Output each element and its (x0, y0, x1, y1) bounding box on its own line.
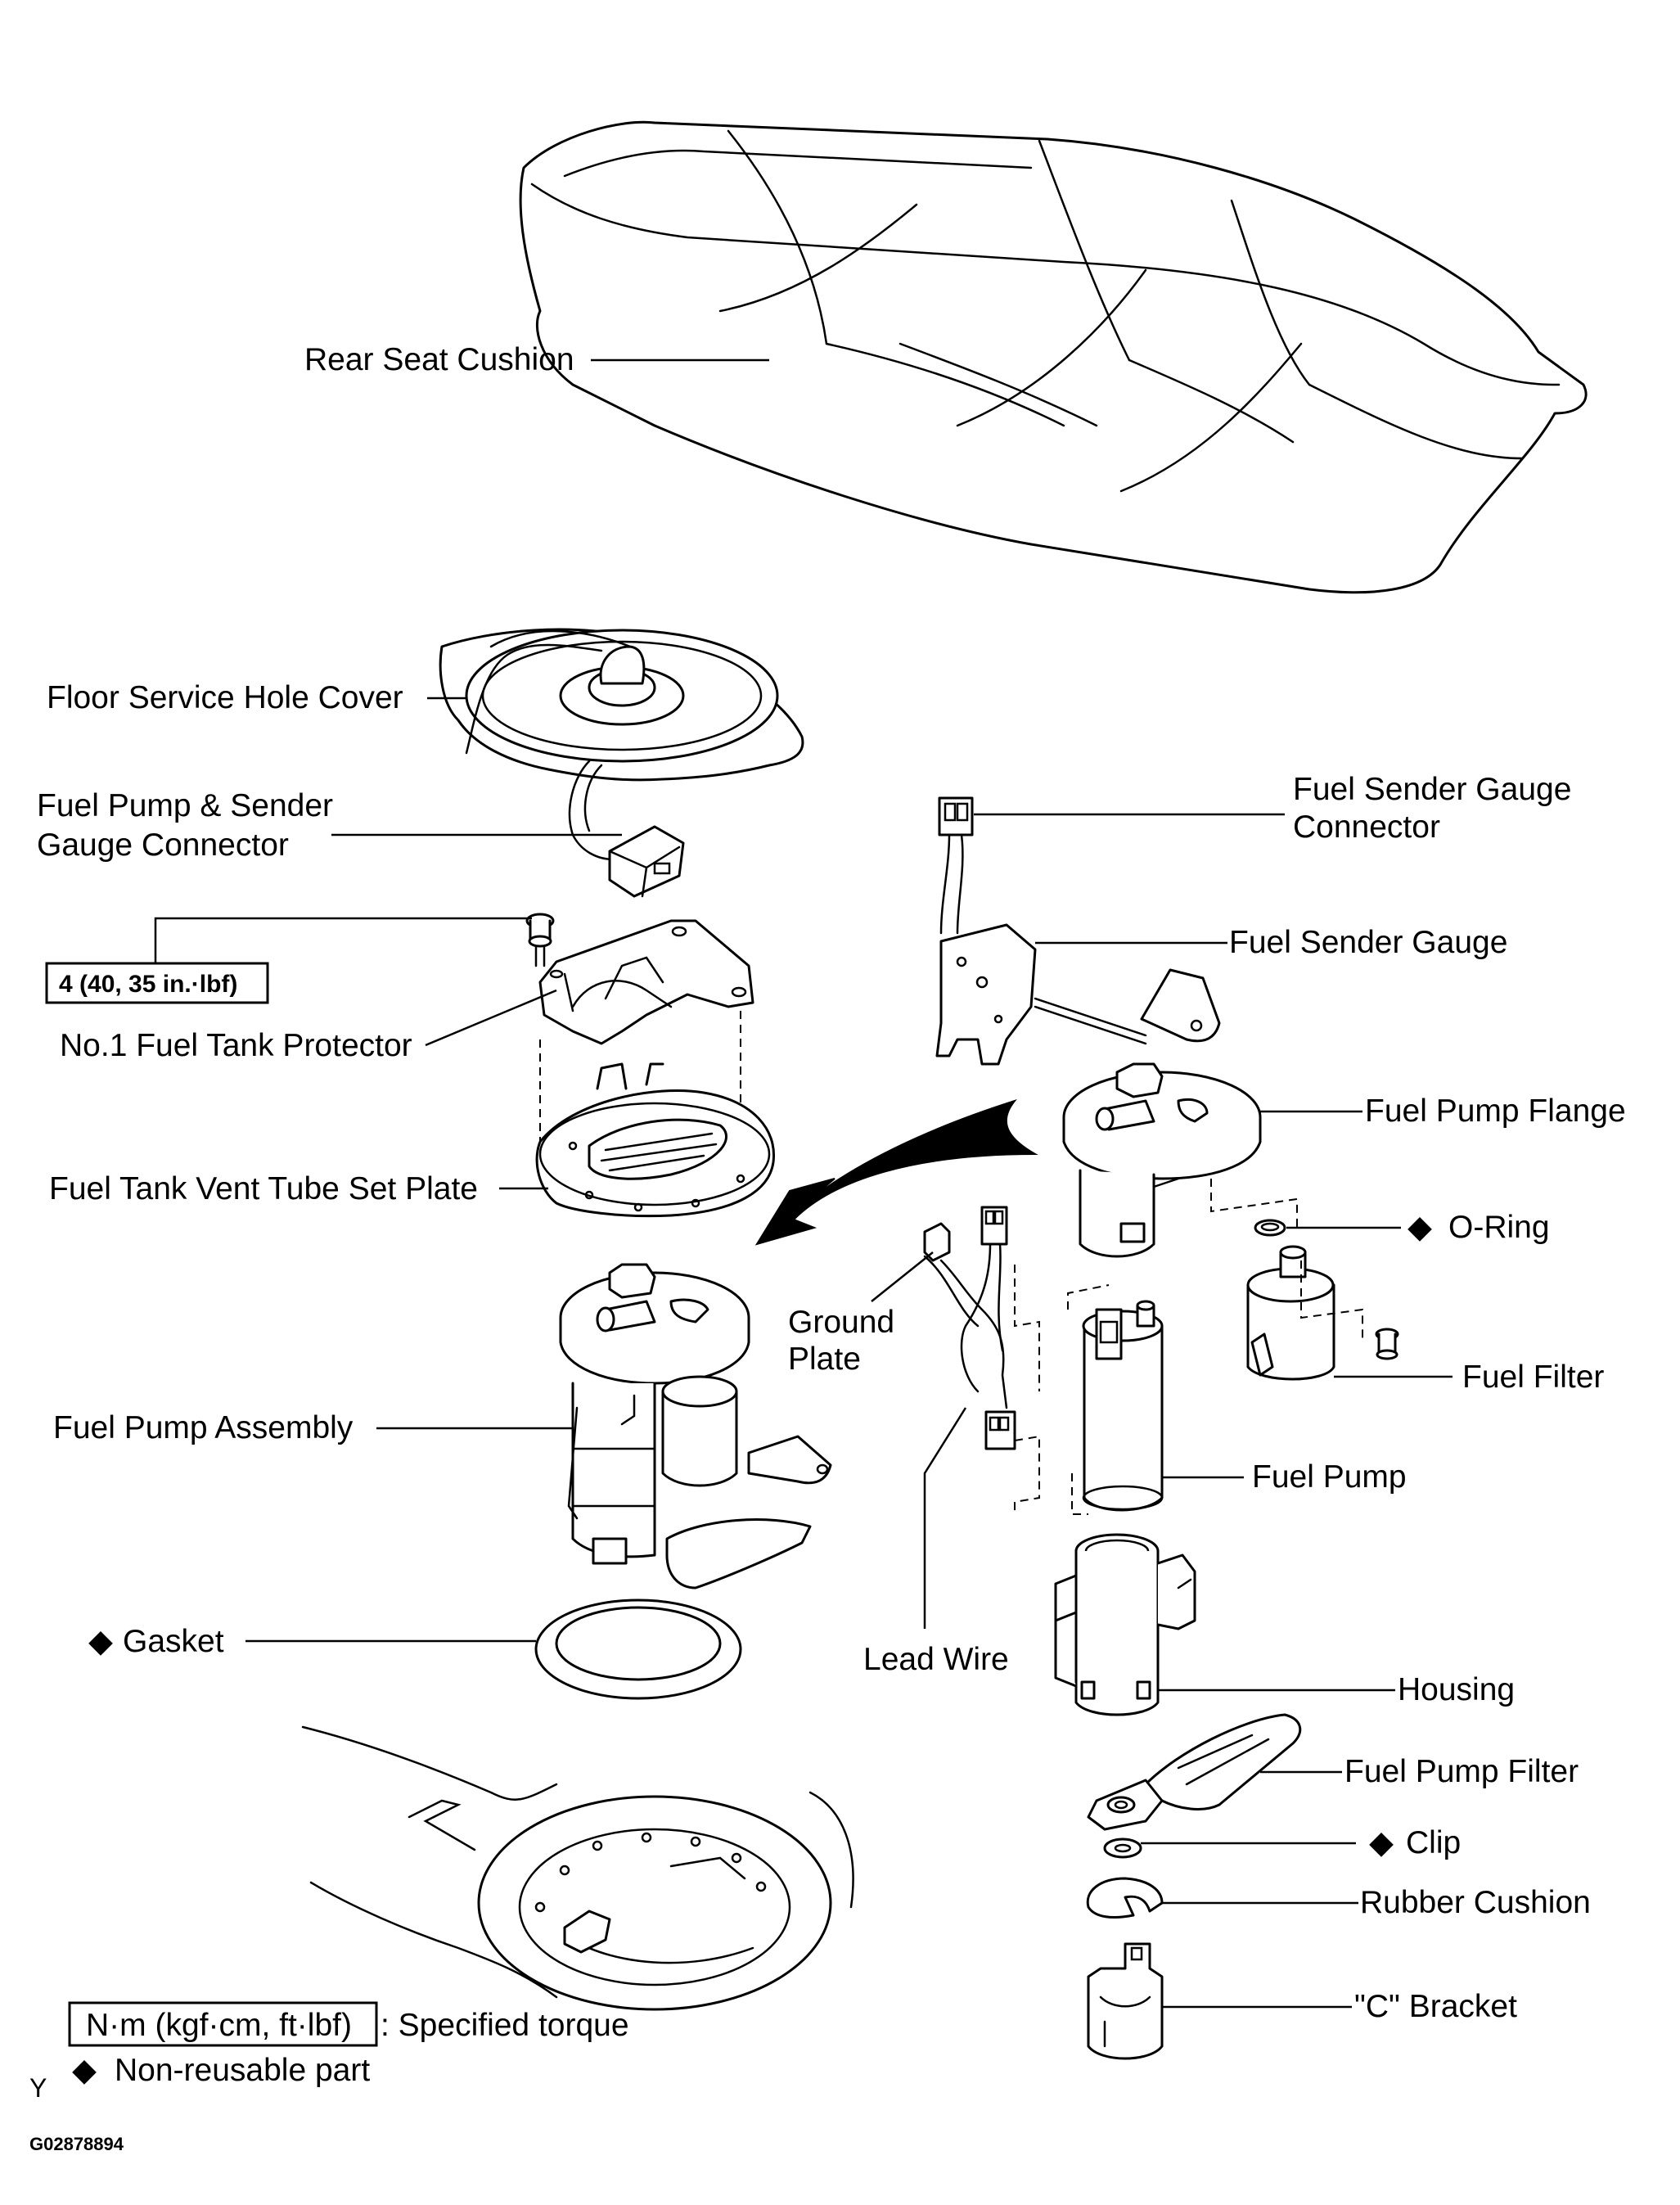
legend-torque-box (68, 2001, 378, 2047)
label-fuel-pump: Fuel Pump (1252, 1459, 1407, 1495)
bolt-icon (525, 913, 555, 967)
o-ring-drawing (1254, 1219, 1286, 1237)
label-rear-seat-cushion: Rear Seat Cushion (304, 342, 574, 377)
legend: N·m (kgf·cm, ft·lbf) : Specified torque … (68, 2001, 629, 2088)
label-ground-plate-line2: Plate (788, 1341, 861, 1377)
rubber-cushion-drawing (1086, 1877, 1164, 1919)
torque-spec-box: 4 (40, 35 in.·lbf) (45, 962, 269, 1004)
leader-lines (154, 358, 1453, 2009)
fuel-pump-filter-drawing (1087, 1713, 1302, 1831)
diamond-o-ring-icon: ◆ (1408, 1210, 1432, 1245)
fuel-pump-assembly-drawing (559, 1263, 832, 1589)
rear-seat-cushion-drawing (519, 120, 1588, 594)
fuel-tank-opening-drawing (301, 1725, 854, 2011)
fuel-pump-drawing (1067, 1284, 1164, 1515)
diamond-clip-icon: ◆ (1369, 1825, 1394, 1860)
label-fuel-pump-sender-connector-line1: Fuel Pump & Sender (37, 788, 333, 823)
label-fuel-filter: Fuel Filter (1462, 1360, 1604, 1395)
torque-spec-value: 4 (40, 35 in.·lbf) (59, 971, 237, 998)
label-floor-service-hole-cover: Floor Service Hole Cover (47, 680, 403, 715)
corner-mark: Y (29, 2073, 47, 2103)
label-ground-plate-line1: Ground (788, 1305, 894, 1340)
label-fuel-sender-gauge-connector-line1: Fuel Sender Gauge (1293, 772, 1571, 807)
legend-torque-desc: : Specified torque (381, 2008, 629, 2043)
housing-drawing (1054, 1533, 1196, 1716)
assembly-direction-arrow (754, 1099, 1038, 1246)
figure-code: G02878894 (29, 2134, 124, 2154)
gasket-drawing (534, 1599, 742, 1700)
label-clip: Clip (1406, 1825, 1461, 1860)
label-fuel-pump-assembly: Fuel Pump Assembly (53, 1410, 354, 1445)
vent-tube-set-plate-drawing (535, 1062, 776, 1218)
filter-bolt-icon (1375, 1328, 1399, 1360)
fuel-sender-gauge-drawing (935, 796, 1221, 1066)
legend-torque-unit: N·m (kgf·cm, ft·lbf) (86, 2008, 352, 2043)
label-o-ring: O-Ring (1448, 1210, 1550, 1245)
label-lead-wire: Lead Wire (863, 1642, 1009, 1677)
label-fuel-sender-gauge: Fuel Sender Gauge (1229, 925, 1507, 960)
label-fuel-pump-sender-connector-line2: Gauge Connector (37, 827, 289, 863)
label-fuel-pump-filter: Fuel Pump Filter (1344, 1754, 1579, 1789)
label-fuel-pump-flange: Fuel Pump Flange (1365, 1093, 1626, 1129)
label-no1-fuel-tank-protector: No.1 Fuel Tank Protector (60, 1028, 412, 1063)
fuel-pump-flange-drawing (1062, 1062, 1298, 1258)
clip-drawing (1103, 1838, 1142, 1859)
label-c-bracket: "C" Bracket (1354, 1989, 1517, 2024)
lead-wire-drawing (923, 1206, 1040, 1514)
legend-diamond-icon: ◆ (72, 2053, 97, 2088)
fuel-tank-protector-drawing (525, 913, 754, 1170)
diamond-gasket-icon: ◆ (88, 1624, 113, 1659)
label-rubber-cushion: Rubber Cushion (1360, 1885, 1591, 1920)
floor-service-hole-cover-drawing (439, 628, 804, 898)
c-bracket-drawing (1087, 1942, 1164, 2060)
fuel-filter-drawing (1246, 1245, 1399, 1381)
label-housing: Housing (1398, 1672, 1515, 1707)
label-gasket: Gasket (123, 1624, 224, 1659)
label-fuel-tank-vent-tube-set-plate: Fuel Tank Vent Tube Set Plate (49, 1171, 478, 1206)
legend-non-reusable-desc: Non-reusable part (115, 2053, 370, 2088)
label-fuel-sender-gauge-connector-line2: Connector (1293, 809, 1440, 845)
